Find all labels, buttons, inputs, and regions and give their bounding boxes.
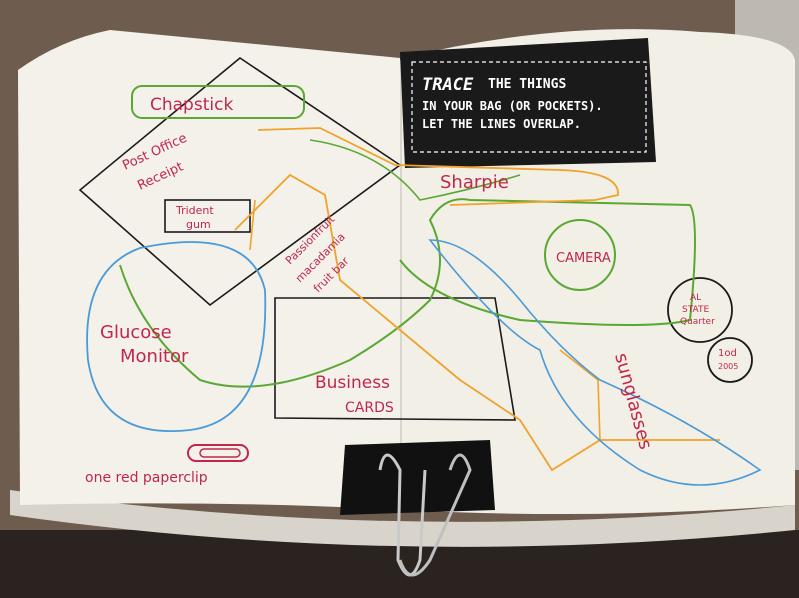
left-page [18,30,402,510]
paperclip-inner-loop [199,448,241,458]
label-dime-line2: 2005 [718,362,738,371]
binder-clip-handle-right [398,453,472,577]
label-glucose-line2: Monitor [120,346,189,367]
label-quarter-line1: AL [690,293,701,303]
label-paperclip: one red paperclip [85,470,208,486]
glucose-monitor-outline [86,241,267,432]
paperclip-outline [187,444,249,462]
page-stack [10,490,795,547]
label-business-line2: CARDS [345,400,394,416]
camera-lens-outline [544,219,616,291]
orange-sharpie-trace [257,127,619,206]
label-glucose-line1: Glucose [100,322,172,343]
orange-zigzag [249,199,601,441]
label-quarter-line3: Quarter [680,317,715,327]
sharpie-trace-green [119,198,696,388]
banner-line1: THE THINGS [488,77,566,92]
label-quarter-line2: STATE [682,305,709,315]
dime-outline [707,337,753,383]
label-trident-line2: gum [186,218,211,231]
quarter-outline [667,277,733,343]
binder-clip-handle-left [378,453,427,577]
orange-passionfruit-bar-trace [234,173,720,472]
label-business-line1: Business [315,373,390,393]
prompt-banner [400,38,656,168]
banner-line2: IN YOUR BAG (OR POCKETS). [422,99,603,113]
chapstick-outline [131,85,305,119]
label-dime-line1: 1od [718,348,737,359]
green-connector-line [309,139,521,201]
sunglasses-outline [428,239,762,486]
business-cards-outline [274,297,516,421]
label-sharpie: Sharpie [440,172,509,193]
label-chapstick: Chapstick [150,95,233,115]
banner-line3: LET THE LINES OVERLAP. [422,117,581,131]
binder-clip-body [340,440,495,515]
post-office-receipt-outline [78,57,402,307]
banner-dashed-border [411,61,647,153]
label-camera: CAMERA [556,251,611,266]
label-trident-line1: Trident [175,204,214,217]
banner-word-trace: TRACE [422,75,474,95]
